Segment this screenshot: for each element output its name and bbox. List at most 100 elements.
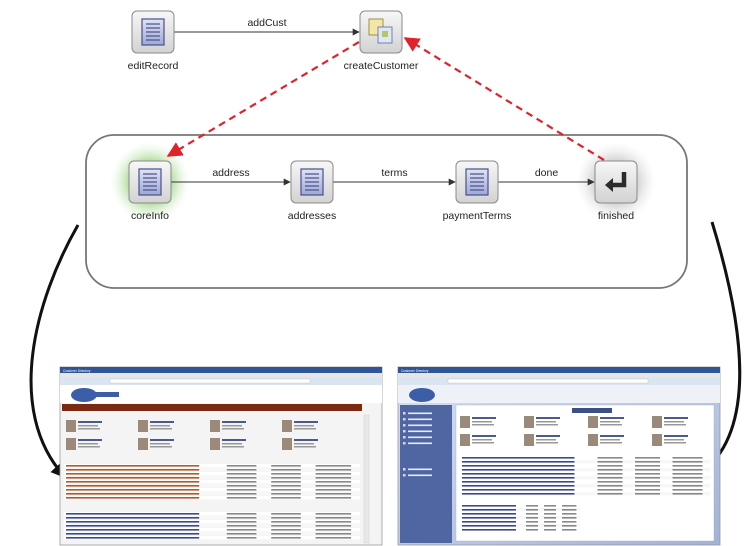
view-page-icon: [465, 168, 489, 196]
banner-tabs: [572, 408, 612, 413]
sidebar-item[interactable]: [403, 418, 432, 421]
logo-icon: [409, 388, 435, 402]
table-row[interactable]: [460, 524, 580, 528]
window-title: Customer Directory: [401, 369, 429, 373]
table-row[interactable]: [460, 516, 580, 520]
table-row[interactable]: [64, 536, 360, 540]
edge-label: done: [535, 167, 559, 179]
table-row[interactable]: [64, 528, 360, 532]
avatar: [282, 420, 292, 432]
contact-card[interactable]: [652, 416, 688, 428]
table-row[interactable]: [64, 476, 360, 480]
avatar: [66, 438, 76, 450]
table-row[interactable]: [64, 512, 360, 516]
sidebar-item[interactable]: [403, 474, 432, 477]
table-row[interactable]: [64, 488, 360, 492]
table-row[interactable]: [64, 480, 360, 484]
task-flow-container: [85, 134, 688, 289]
logo-icon: [71, 388, 97, 402]
contact-card[interactable]: [282, 420, 318, 432]
contact-card[interactable]: [460, 416, 496, 428]
edge-coreInfo-addresses[interactable]: address: [171, 167, 291, 186]
table-row[interactable]: [64, 472, 360, 476]
contact-card[interactable]: [282, 438, 318, 450]
table-row[interactable]: [64, 484, 360, 488]
table-row[interactable]: [460, 504, 580, 508]
contact-card[interactable]: [652, 434, 688, 446]
edge-label: addCust: [247, 17, 286, 29]
table-row[interactable]: [460, 528, 580, 532]
contact-card[interactable]: [138, 420, 174, 432]
table-row[interactable]: [460, 508, 580, 512]
sidebar-item[interactable]: [403, 412, 432, 415]
avatar: [588, 416, 598, 428]
edge-createCustomer-coreInfo[interactable]: [166, 41, 360, 157]
banner-bar: [62, 404, 362, 411]
table-row[interactable]: [64, 464, 360, 468]
edge-label: address: [212, 167, 249, 179]
sidebar-item[interactable]: [403, 442, 432, 445]
contact-card[interactable]: [460, 434, 496, 446]
node-coreInfo[interactable]: coreInfo: [128, 160, 172, 222]
edge-paymentTerms-finished[interactable]: done: [498, 167, 595, 186]
task-flow-call-icon: [368, 18, 393, 44]
node-finished[interactable]: finished: [594, 160, 638, 222]
table-row[interactable]: [64, 516, 360, 520]
node-paymentTerms[interactable]: paymentTerms: [443, 160, 512, 222]
table-row[interactable]: [460, 472, 710, 476]
edge-addresses-paymentTerms[interactable]: terms: [333, 167, 456, 186]
table-row[interactable]: [64, 532, 360, 536]
contact-card[interactable]: [66, 420, 102, 432]
node-label: editRecord: [128, 60, 179, 72]
avatar: [652, 416, 662, 428]
node-addresses[interactable]: addresses: [288, 160, 336, 222]
contact-card[interactable]: [524, 434, 560, 446]
table-row[interactable]: [64, 468, 360, 472]
contact-card[interactable]: [588, 416, 624, 428]
edge-finished-createCustomer[interactable]: [403, 37, 605, 161]
avatar: [282, 438, 292, 450]
node-createCustomer[interactable]: createCustomer: [344, 10, 419, 72]
table-row[interactable]: [460, 480, 710, 484]
contact-card[interactable]: [138, 438, 174, 450]
sidebar-item[interactable]: [403, 424, 432, 427]
table-row[interactable]: [64, 492, 360, 496]
view-page-icon: [138, 168, 162, 196]
avatar: [138, 420, 148, 432]
table-row[interactable]: [460, 488, 710, 492]
curve-arrow-left: [29, 224, 80, 479]
contact-card[interactable]: [210, 438, 246, 450]
screenshot-right: Customer Directory: [397, 366, 721, 546]
table-row[interactable]: [460, 492, 710, 496]
table-row[interactable]: [460, 520, 580, 524]
avatar: [138, 438, 148, 450]
node-label: createCustomer: [344, 60, 419, 72]
contact-card[interactable]: [524, 416, 560, 428]
node-label: coreInfo: [131, 210, 169, 222]
table-row[interactable]: [460, 484, 710, 488]
table-row[interactable]: [460, 456, 710, 460]
avatar: [460, 434, 470, 446]
avatar: [588, 434, 598, 446]
table-row[interactable]: [460, 512, 580, 516]
table-row[interactable]: [64, 524, 360, 528]
task-flow-return-icon: [605, 172, 627, 192]
table-row[interactable]: [460, 468, 710, 472]
table-row[interactable]: [460, 476, 710, 480]
table-row[interactable]: [460, 464, 710, 468]
node-editRecord[interactable]: editRecord: [128, 10, 179, 72]
sidebar-item[interactable]: [403, 468, 432, 471]
sidebar-item[interactable]: [403, 436, 432, 439]
contact-card[interactable]: [588, 434, 624, 446]
contact-card[interactable]: [210, 420, 246, 432]
table-row[interactable]: [460, 460, 710, 464]
table-row[interactable]: [64, 520, 360, 524]
contact-card[interactable]: [66, 438, 102, 450]
avatar: [210, 420, 220, 432]
avatar: [524, 434, 534, 446]
sidebar-item[interactable]: [403, 430, 432, 433]
edge-editRecord-createCustomer[interactable]: addCust: [174, 17, 360, 36]
table-row[interactable]: [64, 496, 360, 500]
view-page-icon: [300, 168, 324, 196]
